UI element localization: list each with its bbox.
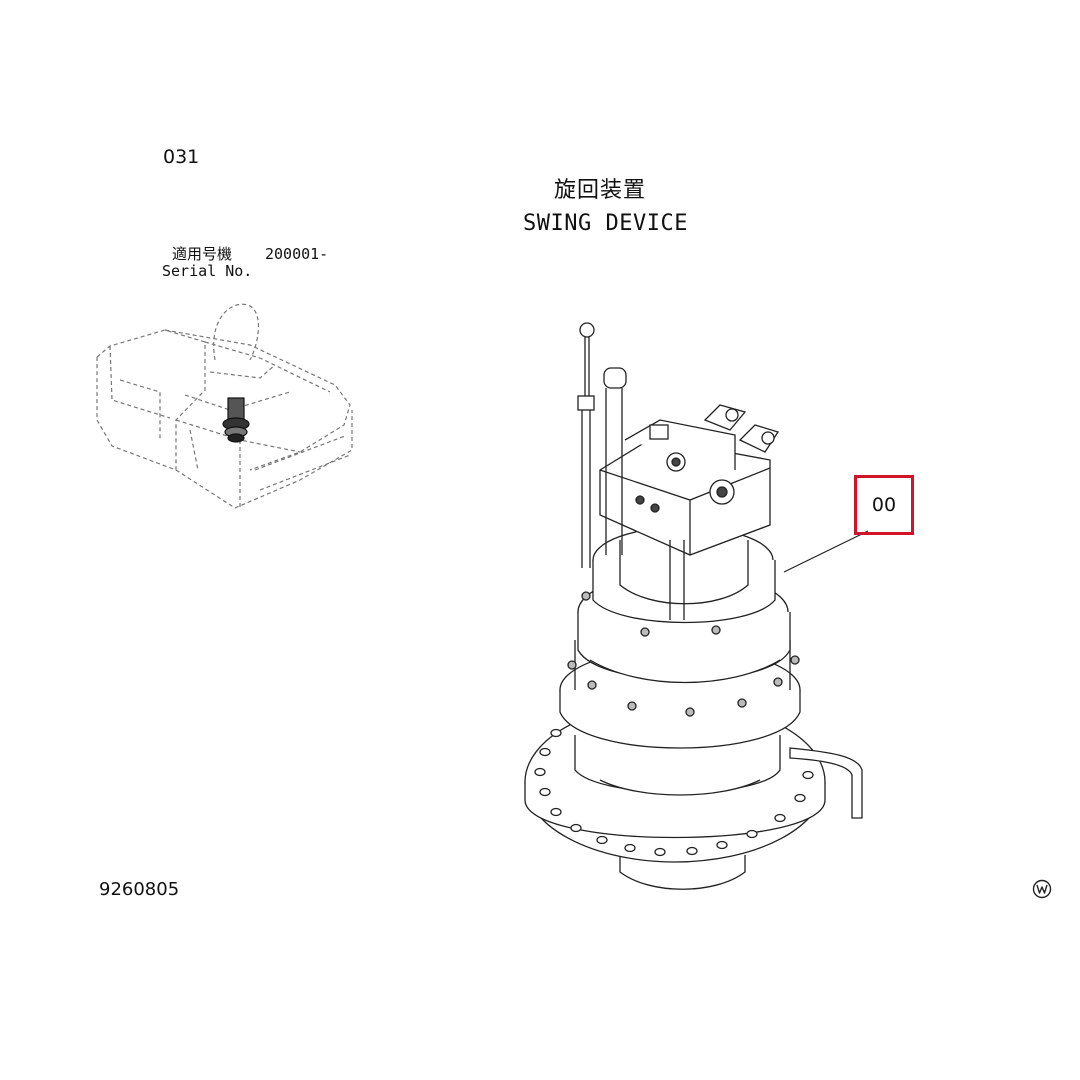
serial-label-japanese: 適用号機 (172, 245, 233, 263)
page-number: 031 (163, 146, 200, 168)
document-number: 9260805 (99, 879, 180, 900)
part-callout-highlight[interactable]: 00 (854, 475, 914, 535)
serial-label-english: Serial No. (162, 262, 253, 280)
circled-w-logo-icon (1032, 879, 1052, 899)
title-japanese: 旋回装置 (553, 178, 646, 203)
title-english: SWING DEVICE (523, 211, 688, 236)
serial-number-range: 200001- (265, 245, 329, 263)
part-reference-number: 00 (871, 494, 897, 516)
